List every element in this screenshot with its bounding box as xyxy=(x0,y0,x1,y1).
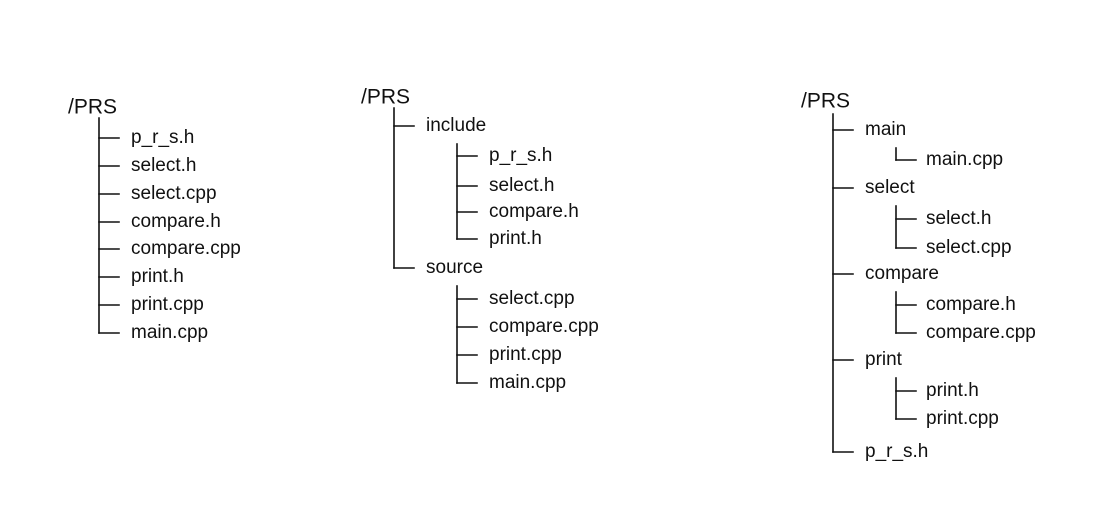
tree-2-file-label: compare.h xyxy=(489,201,579,222)
tree-2-root-label: /PRS xyxy=(361,86,410,109)
tree-1-file-label: select.cpp xyxy=(131,183,217,204)
tree-2-file-label: print.h xyxy=(489,228,542,249)
tree-1-file-label: p_r_s.h xyxy=(131,127,194,148)
tree-3-file-label: print.h xyxy=(926,380,979,401)
tree-2-file-label: p_r_s.h xyxy=(489,145,552,166)
tree-3-folder-label: compare xyxy=(865,263,939,284)
tree-1-file-label: select.h xyxy=(131,155,196,176)
tree-1-file-label: compare.cpp xyxy=(131,238,241,259)
tree-3-file-label: compare.h xyxy=(926,294,1016,315)
tree-2-folder-label: include xyxy=(426,115,486,136)
tree-1-root-label: /PRS xyxy=(68,96,117,119)
tree-1-file-label: compare.h xyxy=(131,211,221,232)
tree-2-file-label: select.h xyxy=(489,175,554,196)
tree-1-file-label: main.cpp xyxy=(131,322,208,343)
tree-3-root-label: /PRS xyxy=(801,90,850,113)
tree-1-file-label: print.cpp xyxy=(131,294,204,315)
tree-2-file-label: select.cpp xyxy=(489,288,575,309)
tree-3-folder-label: select xyxy=(865,177,915,198)
tree-2-file-label: print.cpp xyxy=(489,344,562,365)
tree-3-file-label: main.cpp xyxy=(926,149,1003,170)
tree-1-file-label: print.h xyxy=(131,266,184,287)
tree-2-file-label: main.cpp xyxy=(489,372,566,393)
tree-3-folder-label: print xyxy=(865,349,903,370)
tree-3-file-label: select.cpp xyxy=(926,237,1012,258)
tree-3-file-label: select.h xyxy=(926,208,991,229)
tree-3-file-label: compare.cpp xyxy=(926,322,1036,343)
tree-3-file-label: p_r_s.h xyxy=(865,441,928,462)
tree-2-folder-label: source xyxy=(426,257,483,278)
tree-3-folder-label: main xyxy=(865,119,906,140)
tree-2-file-label: compare.cpp xyxy=(489,316,599,337)
tree-3-file-label: print.cpp xyxy=(926,408,999,429)
